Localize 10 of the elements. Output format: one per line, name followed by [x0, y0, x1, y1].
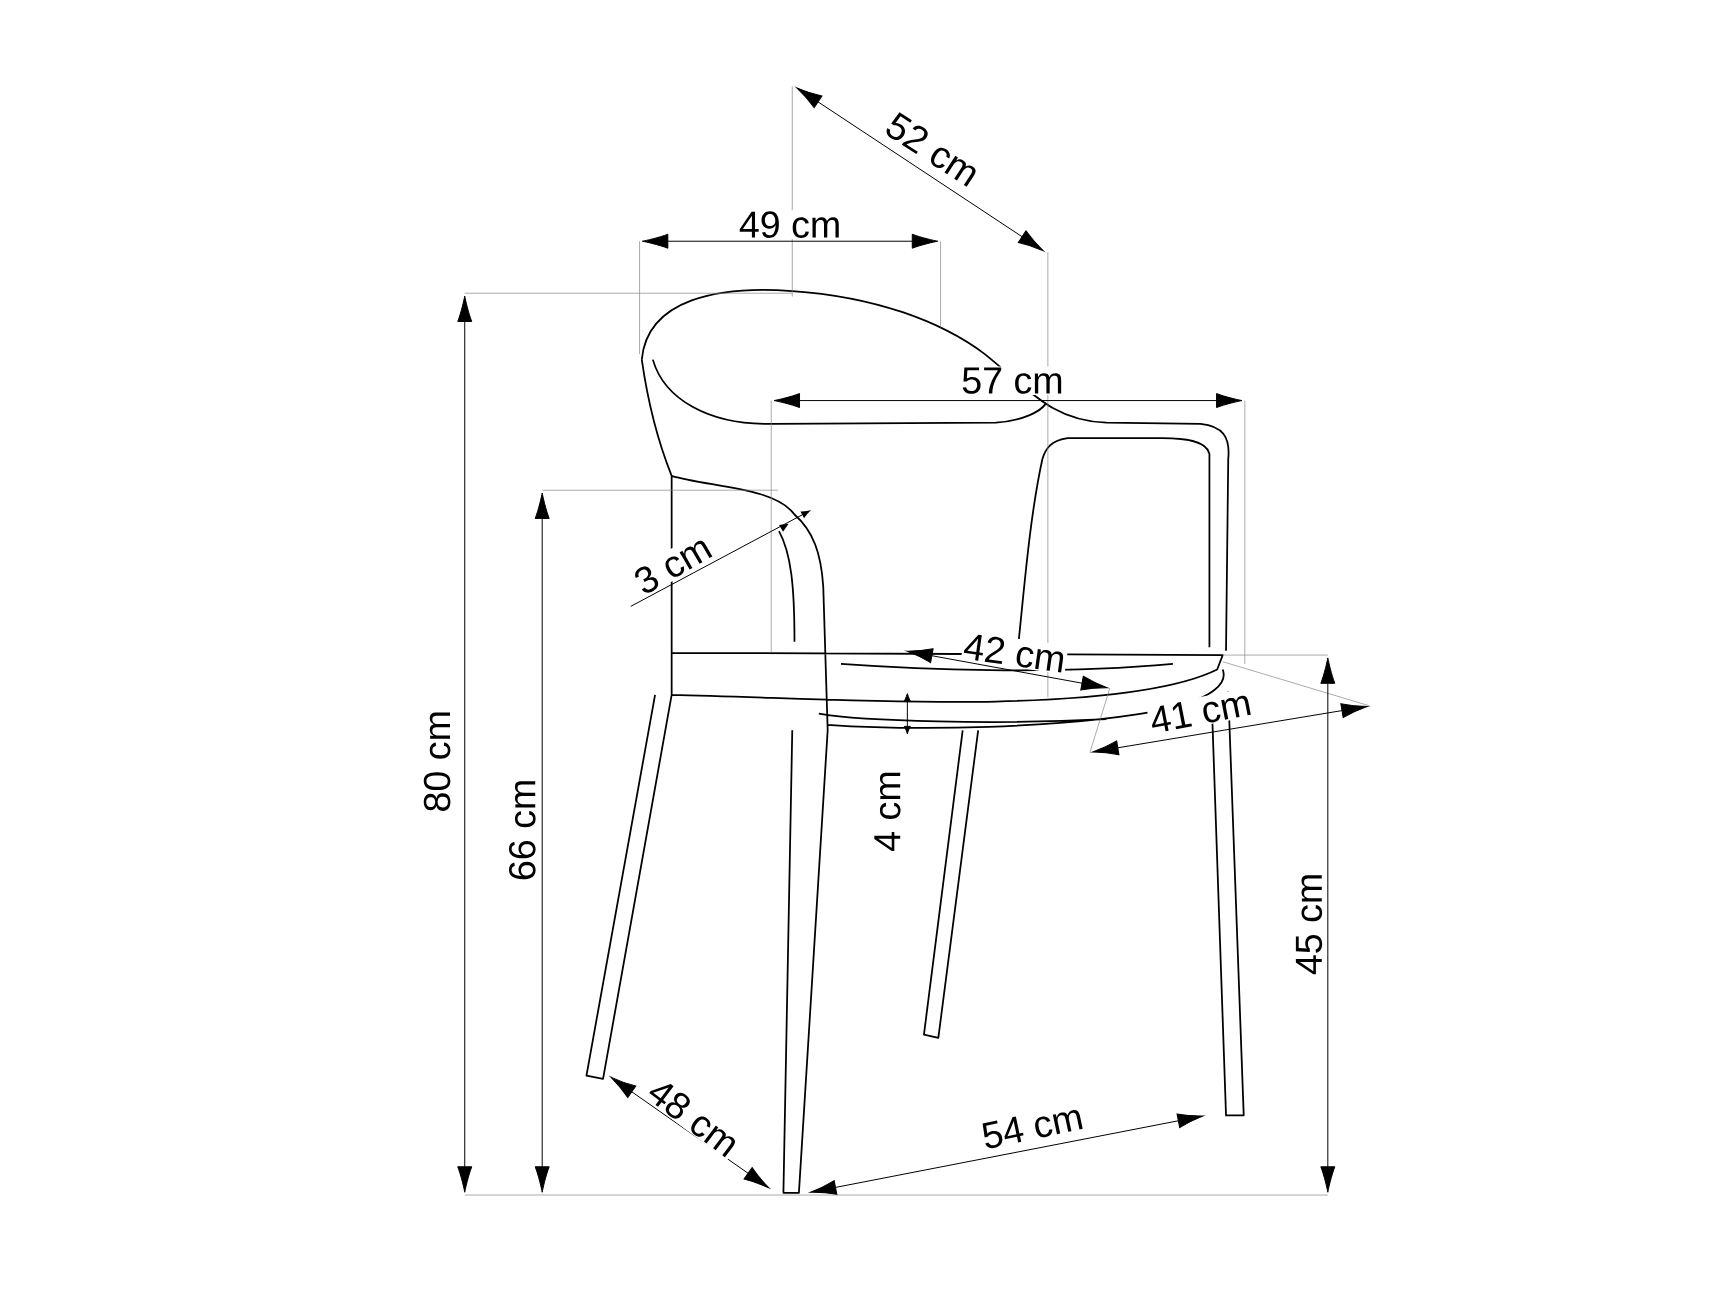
dimension-label: 3 cm: [629, 530, 717, 598]
dimension-label: 66 cm: [507, 777, 537, 883]
dimension-label: 4 cm: [873, 769, 902, 853]
dimension-label: 45 cm: [1294, 871, 1324, 977]
dimension-label: 52 cm: [881, 108, 985, 190]
dimension-label: 80 cm: [422, 708, 452, 814]
dimension-label: 54 cm: [978, 1101, 1087, 1152]
dimension-label: 48 cm: [643, 1074, 745, 1161]
dimension-label: 49 cm: [737, 210, 843, 239]
dimension-label: 57 cm: [960, 366, 1065, 395]
